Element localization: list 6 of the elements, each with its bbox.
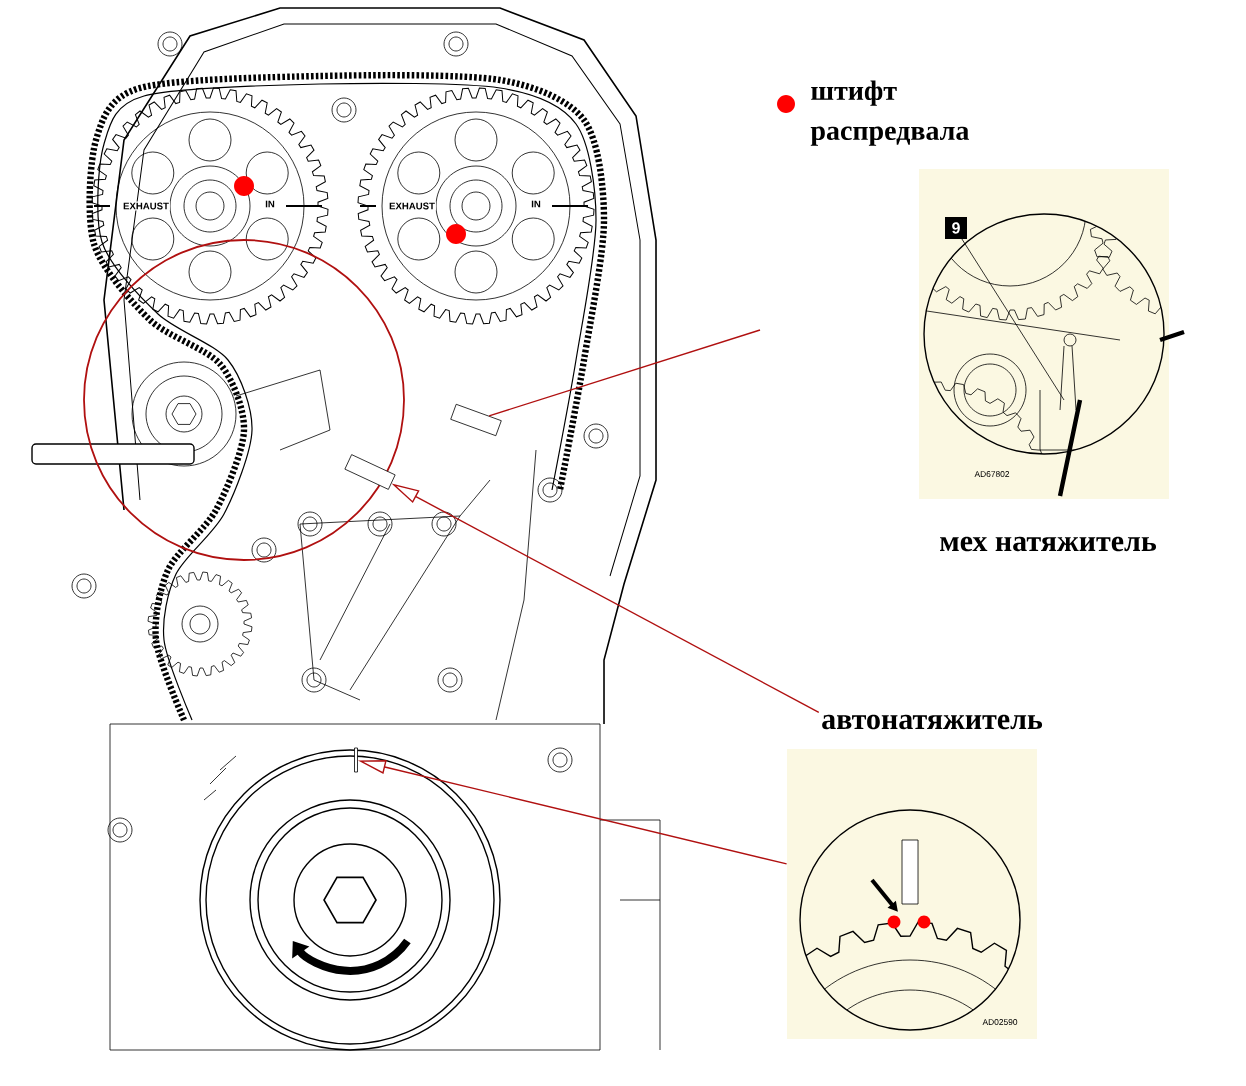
tensioner-plunger xyxy=(344,454,396,490)
timing-mark xyxy=(354,747,358,773)
inset-title: мех натяжитель xyxy=(940,536,1156,552)
tensioner-lever xyxy=(450,403,502,437)
legend-text: штифт распредвала xyxy=(810,80,969,146)
part-label: автонатяжитель xyxy=(822,714,1043,730)
